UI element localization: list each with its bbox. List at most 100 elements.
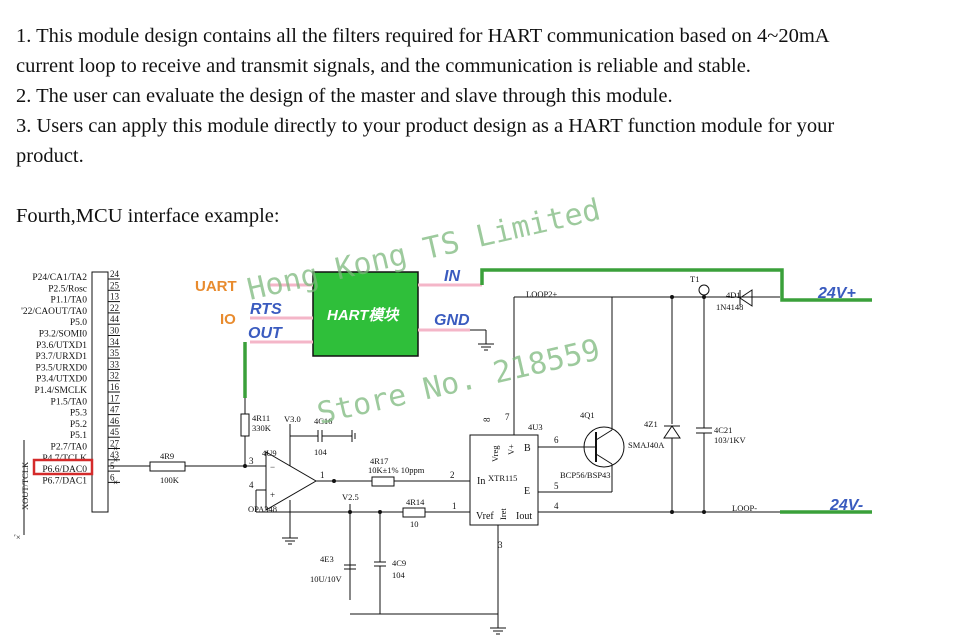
mcu-pin-number: 16 — [110, 382, 120, 392]
mcu-pin-name: P1.4/SMCLK — [34, 386, 87, 396]
mcu-body — [91, 271, 109, 513]
e3-value: 10U/10V — [310, 574, 343, 584]
hart-module-label: HART模块 — [327, 307, 400, 324]
q1-label: 4Q1 — [580, 410, 595, 420]
loop-minus-label: LOOP- — [732, 503, 757, 513]
u3-pin6: 6 — [554, 435, 559, 445]
mcu-pin-number: 44 — [110, 314, 120, 324]
u9-label: 4U9 — [262, 448, 277, 458]
mcu-pin-name: P5.2 — [70, 420, 87, 430]
paragraph-3-cont: product. — [16, 145, 84, 167]
v24-plus-label: 24V+ — [817, 285, 856, 302]
mcu-pin-name: P6.7/DAC1 — [42, 476, 87, 486]
xout-label: XOUT/TCLK — [20, 461, 30, 510]
mcu-pin-number: 13 — [110, 292, 120, 302]
mcu-pin-number: 6 — [110, 472, 115, 482]
no-connect-mark: × — [113, 477, 118, 487]
c16-label: 4C16 — [314, 416, 332, 426]
u9-plus: + — [270, 490, 275, 500]
u3-pin5: 5 — [554, 481, 559, 491]
u9-type: OPA348 — [248, 504, 277, 514]
u3-vref: Vref — [476, 511, 494, 522]
mcu-pin-number: 43 — [110, 450, 120, 460]
d1-label: 4D1 — [726, 290, 741, 300]
u9-pin4: 4 — [249, 480, 254, 490]
r14-label: 4R14 — [406, 497, 425, 507]
u3-b: B — [524, 443, 531, 454]
mcu-pin-number: 34 — [110, 337, 120, 347]
mcu-pin-name: P2.5/Rosc — [48, 284, 87, 294]
u3-iout: Iout — [516, 511, 532, 522]
d1-type: 1N4148 — [716, 302, 743, 312]
mcu-pin-number: 27 — [110, 439, 120, 449]
r17-value: 10K±1% 10ppm — [368, 465, 425, 475]
paragraph-3: 3. Users can apply this module directly … — [16, 115, 835, 137]
mcu-pin-number: 17 — [110, 393, 120, 403]
rts-label: RTS — [250, 301, 282, 318]
hart-module — [312, 271, 419, 357]
u3-vplus: V+ — [506, 444, 516, 455]
mcu-pin-name: P3.7/URXD1 — [36, 352, 88, 362]
r9-label: 4R9 — [160, 451, 174, 461]
no-connect-mark: × — [113, 455, 118, 465]
mcu-pin-number: 33 — [110, 359, 120, 369]
r11-value: 330K — [252, 423, 272, 433]
mcu-pin-name: '22/CAOUT/TA0 — [21, 307, 87, 317]
v24-minus-label: 24V- — [829, 497, 863, 514]
r17-label: 4R17 — [370, 456, 388, 466]
in-label: IN — [444, 268, 460, 285]
u3-e: E — [524, 486, 530, 497]
u3-type: XTR115 — [488, 473, 517, 483]
mcu-pin-name: P3.2/SOMI0 — [39, 330, 88, 340]
gnd-label: GND — [434, 312, 470, 329]
mcu-pin-name: P6.6/DAC0 — [42, 465, 87, 475]
u9-pin3: 3 — [249, 456, 254, 466]
r11-label: 4R11 — [252, 413, 270, 423]
u3-vreg: Vreg — [490, 445, 500, 462]
u3-iret: Iret — [498, 508, 508, 520]
z1-label: 4Z1 — [644, 419, 658, 429]
q1-type: BCP56/BSP43 — [560, 470, 611, 480]
c21-label: 4C21 — [714, 425, 732, 435]
c16-value: 104 — [314, 447, 328, 457]
mcu-pin-name: P2.7/TA0 — [51, 443, 88, 453]
u3-pin4: 4 — [554, 501, 559, 511]
paragraph-2: 2. The user can evaluate the design of t… — [16, 85, 673, 107]
io-label: IO — [220, 311, 236, 328]
u9-minus: − — [270, 462, 275, 472]
c9-label: 4C9 — [392, 558, 406, 568]
c21-value: 103/1KV — [714, 435, 747, 445]
mcu-pin-name: P5.3 — [70, 409, 87, 419]
mcu-pin-name: P3.4/UTXD0 — [36, 375, 87, 385]
mcu-pin-number: 32 — [110, 371, 119, 381]
mcu-pin-name: P5.1 — [70, 431, 87, 441]
out-label: OUT — [248, 325, 283, 342]
u3-pin3: 3 — [498, 540, 503, 550]
section-title: Fourth,MCU interface example: — [16, 205, 280, 227]
mcu-pin-number: 24 — [110, 269, 120, 279]
z1-type: SMAJ40A — [628, 440, 665, 450]
xtr115-chip — [469, 434, 539, 526]
u3-pin1: 1 — [452, 501, 457, 511]
mcu-pin-name: P3.5/URXD0 — [36, 363, 88, 373]
mcu-pin-number: 46 — [110, 416, 120, 426]
uart-label: UART — [195, 278, 237, 295]
e3-label: 4E3 — [320, 554, 334, 564]
dac0-highlight — [32, 458, 94, 476]
loop-plus-label: LOOP2+ — [526, 289, 557, 299]
r14-value: 10 — [410, 519, 419, 529]
r9-value: 100K — [160, 475, 180, 485]
mcu-pin-name: P24/CA1/TA2 — [32, 273, 87, 283]
v25-label: V2.5 — [342, 492, 359, 502]
x-mark: ʹ× — [14, 532, 21, 542]
v30-label: V3.0 — [284, 414, 301, 424]
mcu-pin-number: 22 — [110, 303, 119, 313]
t1-label: T1 — [690, 274, 699, 284]
u9-pin1: 1 — [320, 470, 325, 480]
c9-value: 104 — [392, 570, 406, 580]
mcu-pin-number: 45 — [110, 427, 120, 437]
paragraph-1: 1. This module design contains all the f… — [16, 25, 830, 47]
mcu-pin-name: P1.5/TA0 — [51, 397, 88, 407]
